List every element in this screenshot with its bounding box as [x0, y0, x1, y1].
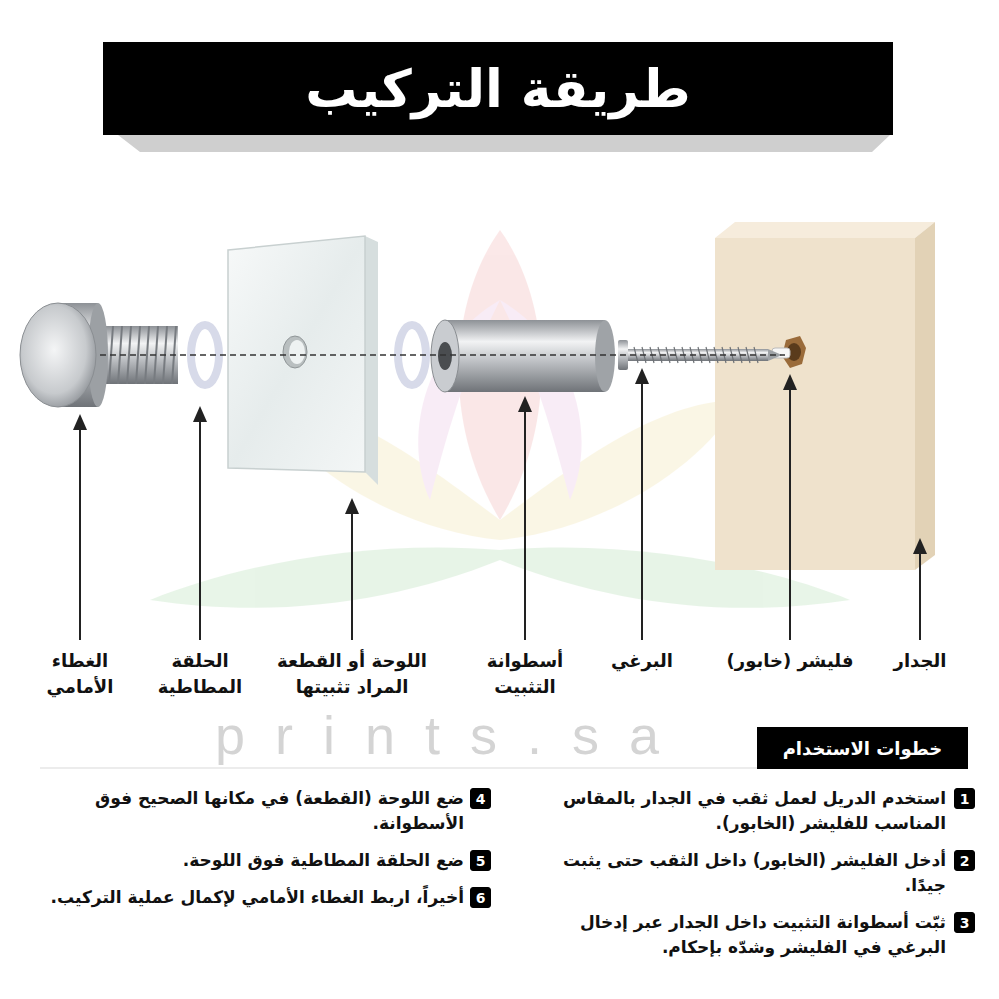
step-badge: 2	[954, 850, 975, 871]
front-cap	[20, 303, 96, 407]
step-text: ضع الحلقة المطاطية فوق اللوحة.	[38, 848, 464, 873]
leader-arrow	[199, 420, 201, 640]
standoff-cylinder	[438, 342, 452, 370]
leader-arrow	[73, 414, 87, 430]
part-label: الجدار	[880, 648, 960, 674]
wall-block	[715, 222, 935, 238]
glass-panel	[228, 236, 378, 485]
wall-block	[715, 238, 915, 570]
standoff-cylinder	[431, 320, 459, 392]
step-badge: 6	[470, 887, 491, 908]
callout-number: 6	[476, 891, 486, 905]
leader-arrow	[641, 382, 643, 640]
leader-arrow	[783, 374, 797, 390]
wall-block	[715, 222, 935, 570]
leader-arrow	[518, 396, 532, 412]
part-label: اللوحة أو القطعة المراد تثبيتها	[264, 648, 440, 700]
screw	[706, 347, 710, 363]
glass-panel	[365, 236, 378, 485]
title-text: طريقة التركيب	[103, 42, 893, 135]
front-cap	[136, 326, 140, 384]
standoff-cylinder	[445, 320, 605, 392]
leader-arrow	[193, 406, 207, 422]
wall-block	[915, 222, 935, 570]
wall-anchor	[772, 336, 806, 368]
leader-arrow	[345, 498, 359, 514]
step-text: استخدم الدريل لعمل ثقب في الجدار بالمقاس…	[520, 786, 946, 836]
separator-line	[40, 767, 757, 769]
part-label: البرغي	[602, 648, 682, 674]
axis-line	[100, 354, 785, 355]
leader-arrow	[524, 410, 526, 640]
title-shadow	[118, 135, 890, 152]
leader-arrow	[919, 552, 921, 640]
glass-panel	[228, 236, 365, 472]
leader-arrow	[635, 368, 649, 384]
step-text: ثبّت أسطوانة التثبيت داخل الجدار عبر إدخ…	[520, 910, 946, 960]
leader-arrow	[351, 512, 353, 640]
callout-number: 2	[960, 854, 970, 868]
part-label: فليشر (خابور)	[715, 648, 865, 674]
part-label: الحلقة المطاطية	[148, 648, 252, 700]
lotus-watermark	[150, 547, 500, 607]
step-text: ضع اللوحة (القطعة) في مكانها الصحيح فوق …	[38, 786, 464, 836]
screw	[666, 347, 670, 363]
step-text: أدخل الفليشر (الخابور) داخل الثقب حتى يث…	[520, 848, 946, 898]
part-label: أسطوانة التثبيت	[473, 648, 577, 700]
step-badge: 4	[470, 788, 491, 809]
leader-arrow	[789, 388, 791, 640]
glass-panel	[283, 336, 307, 368]
standoff-cylinder	[595, 320, 615, 392]
step-badge: 5	[470, 850, 491, 871]
callout-number: 4	[476, 792, 486, 806]
section-header-text: خطوات الاستخدام	[783, 738, 943, 759]
glass-panel	[289, 340, 305, 364]
leader-arrow	[73, 368, 927, 640]
leader-arrow	[913, 538, 927, 554]
step-badge: 3	[954, 912, 975, 933]
callout-number: 1	[960, 792, 970, 806]
callout-number: 5	[476, 854, 486, 868]
lotus-watermark	[500, 400, 740, 540]
leader-arrow	[79, 428, 81, 640]
watermark: prints.sa	[215, 704, 689, 766]
screw	[746, 347, 750, 363]
callout-number: 3	[960, 916, 970, 930]
standoff-cylinder	[431, 320, 615, 392]
step-text: أخيراً، اربط الغطاء الأمامي لإكمال عملية…	[38, 885, 464, 910]
part-label: الغطاء الأمامي	[22, 648, 138, 700]
step-badge: 1	[954, 788, 975, 809]
section-header: خطوات الاستخدام	[757, 727, 968, 769]
